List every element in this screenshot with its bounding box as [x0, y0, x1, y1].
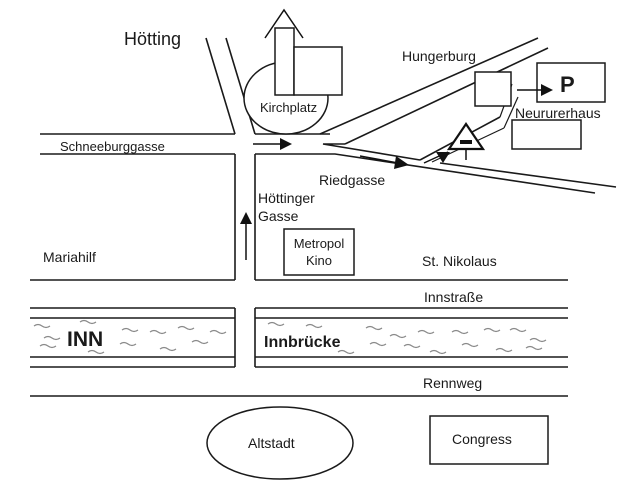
- street-hoettinger-gasse-line1: Höttinger: [258, 190, 315, 206]
- hungerburg-road-north: [319, 37, 539, 135]
- street-rennweg: Rennweg: [423, 375, 482, 391]
- hungerburg-road-tip: [322, 143, 421, 161]
- place-kirchplatz: Kirchplatz: [260, 100, 317, 115]
- district-hoetting: Hötting: [124, 29, 181, 49]
- direction-arrow-icon: [253, 138, 292, 150]
- place-altstadt: Altstadt: [248, 435, 295, 451]
- riedgasse-north-edge: [439, 162, 617, 188]
- place-metropol-line1: Metropol: [294, 236, 345, 251]
- district-hungerburg: Hungerburg: [402, 48, 476, 64]
- district-mariahilf: Mariahilf: [43, 249, 96, 265]
- place-congress: Congress: [452, 431, 512, 447]
- river-inn: INN: [67, 328, 103, 351]
- north-arrow-icon: [264, 8, 304, 39]
- hungerburg-station-box: [474, 71, 512, 107]
- street-riedgasse: Riedgasse: [319, 172, 385, 188]
- direction-arrow-icon: [423, 151, 450, 164]
- hungerburg-road-inner-a: [344, 47, 549, 145]
- street-schneeburggasse: Schneeburggasse: [60, 139, 165, 154]
- warning-sign-icon: [446, 122, 486, 160]
- congress-box: [429, 415, 549, 465]
- neururer-path-c: [503, 96, 519, 129]
- neururerhaus-box: [511, 119, 582, 150]
- place-metropol-line2: Kino: [306, 253, 332, 268]
- direction-arrow-icon: [359, 155, 409, 169]
- parking-icon: P: [560, 72, 575, 97]
- church-tower: [274, 27, 295, 96]
- street-hoettinger-gasse-line2: Gasse: [258, 208, 299, 224]
- district-st-nikolaus: St. Nikolaus: [422, 253, 497, 269]
- water-wave-icon: [33, 319, 547, 355]
- hoetting-road-west: [205, 37, 236, 135]
- parking-box: [536, 62, 606, 103]
- direction-arrow-icon: [240, 212, 252, 260]
- church-nave: [293, 46, 343, 96]
- metropol-kino-box: [283, 228, 355, 276]
- direction-arrow-icon: [517, 84, 553, 96]
- street-innstrasse: Innstraße: [424, 289, 483, 305]
- bridge-innbruecke: Innbrücke: [264, 334, 341, 351]
- riedgasse-south-edge: [255, 153, 596, 194]
- place-neururerhaus: Neururerhaus: [515, 105, 601, 121]
- altstadt-area: [206, 406, 354, 480]
